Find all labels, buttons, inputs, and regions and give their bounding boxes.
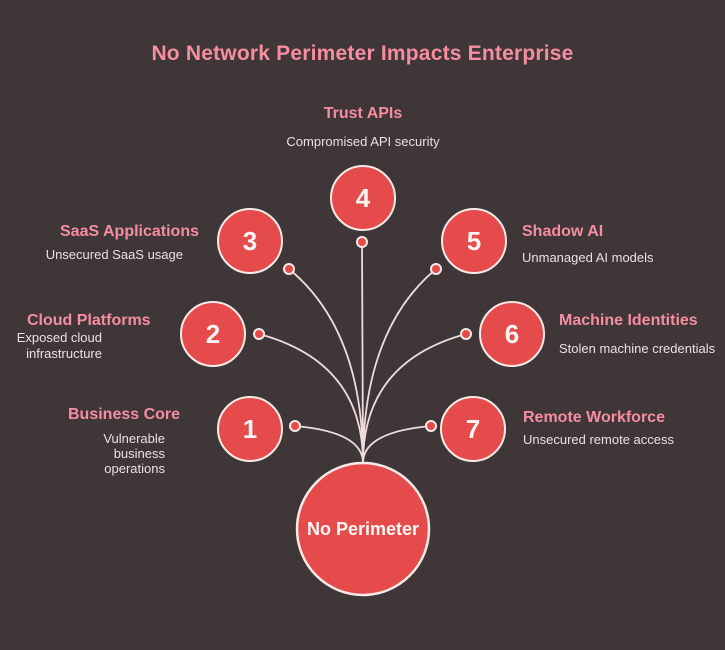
node-number-machine-identities: 6: [504, 319, 520, 349]
node-circle-business-core: [217, 396, 283, 462]
node-circle-remote-workforce: [440, 396, 506, 462]
node-description-cloud-platforms: Exposed cloud infrastructure: [16, 330, 102, 361]
node-description-saas-applications: Unsecured SaaS usage: [45, 247, 183, 262]
connector-dot-1: [289, 420, 301, 432]
page-title: No Network Perimeter Impacts Enterprise: [151, 42, 574, 65]
connector-dot-7: [425, 420, 437, 432]
node-number-trust-apis: 4: [355, 183, 371, 213]
connector-dot-6: [460, 328, 472, 340]
node-label-remote-workforce: Remote Workforce: [523, 409, 665, 426]
node-number-business-core: 1: [242, 414, 258, 444]
center-node-label: No Perimeter: [306, 519, 420, 539]
connector-line-1: [294, 425, 364, 464]
node-description-trust-apis: Compromised API security: [286, 134, 440, 149]
node-description-shadow-ai: Unmanaged AI models: [522, 250, 654, 265]
node-number-saas-applications: 3: [242, 226, 258, 256]
node-description-machine-identities: Stolen machine credentials: [559, 341, 716, 356]
node-label-saas-applications: SaaS Applications: [60, 223, 199, 240]
connector-line-2: [258, 333, 364, 464]
connector-dot-2: [253, 328, 265, 340]
node-circle-shadow-ai: [441, 208, 507, 274]
node-number-remote-workforce: 7: [465, 414, 481, 444]
node-description-remote-workforce: Unsecured remote access: [523, 432, 675, 447]
node-label-cloud-platforms: Cloud Platforms: [27, 312, 151, 329]
connector-line-7: [362, 425, 432, 464]
node-description-business-core: Vulnerable business operations: [103, 431, 165, 476]
node-number-shadow-ai: 5: [466, 226, 482, 256]
center-circle: [295, 461, 431, 597]
node-circle-trust-apis: [330, 165, 396, 231]
node-number-cloud-platforms: 2: [205, 319, 221, 349]
node-circle-machine-identities: [479, 301, 545, 367]
connector-line-4: [361, 241, 364, 464]
connector-line-3: [288, 268, 364, 464]
connector-line-6: [362, 333, 467, 464]
node-label-machine-identities: Machine Identities: [559, 312, 698, 329]
connector-line-5: [362, 268, 437, 464]
connector-dot-3: [283, 263, 295, 275]
node-circle-saas-applications: [217, 208, 283, 274]
node-label-business-core: Business Core: [68, 406, 181, 423]
connector-dot-5: [430, 263, 442, 275]
node-circle-cloud-platforms: [180, 301, 246, 367]
node-label-trust-apis: Trust APIs: [323, 105, 403, 122]
connector-dot-4: [356, 236, 368, 248]
node-label-shadow-ai: Shadow AI: [522, 223, 604, 240]
